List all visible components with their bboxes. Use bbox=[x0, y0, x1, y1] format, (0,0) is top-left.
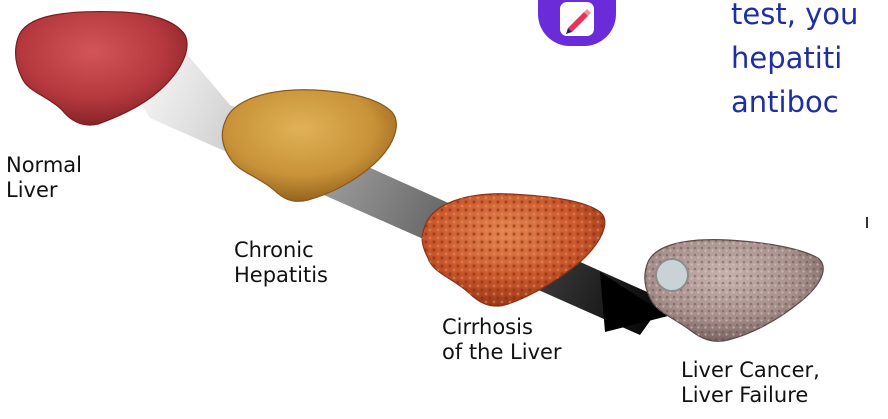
progression-arrow bbox=[120, 40, 668, 335]
cirrhosis-label: Cirrhosis of the Liver bbox=[442, 315, 562, 365]
side-text: test, you hepatiti antiboc bbox=[731, 0, 858, 124]
chronic-hepatitis-label: Chronic Hepatitis bbox=[234, 238, 328, 288]
tumor-spot bbox=[656, 259, 688, 291]
normal-liver-label: Normal Liver bbox=[6, 153, 82, 203]
tiny-mark bbox=[866, 217, 868, 228]
liver-cancer-label: Liver Cancer, Liver Failure bbox=[681, 358, 820, 408]
liver-cancer-image bbox=[645, 240, 823, 342]
